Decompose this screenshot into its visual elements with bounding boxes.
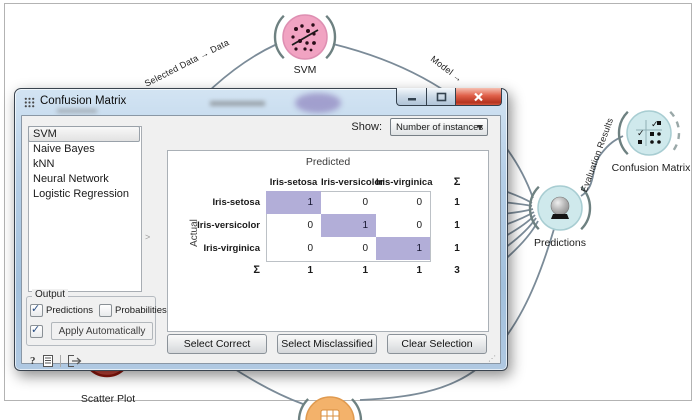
titlebar[interactable]: Confusion Matrix <box>15 89 507 115</box>
window-title: Confusion Matrix <box>40 95 127 107</box>
show-dropdown-value: Number of instances <box>396 122 484 133</box>
apply-row: Apply Automatically <box>30 322 153 340</box>
status-bar: ? <box>30 354 82 367</box>
col-header: Iris-versicolor <box>321 176 384 188</box>
help-icon[interactable]: ? <box>30 354 36 367</box>
learner-item-naive-bayes[interactable]: Naive Bayes <box>33 143 95 155</box>
save-output-icon[interactable] <box>67 354 82 367</box>
row-sum: 1 <box>454 197 460 208</box>
confusion-matrix-panel: Predicted Actual Iris-setosa Iris-versic… <box>167 150 489 332</box>
window-controls <box>396 88 502 106</box>
matrix-cell[interactable]: 0 <box>362 243 368 254</box>
confusion-matrix-icon: ✓ ✓ <box>636 119 662 146</box>
show-dropdown[interactable]: Number of instances <box>390 118 488 136</box>
crystal-ball-icon <box>550 196 570 219</box>
glass-blur-node <box>295 93 341 113</box>
learner-item-svm[interactable]: SVM <box>28 126 140 142</box>
probabilities-checkbox-label: Probabilities <box>115 305 167 316</box>
output-checkbox-row: Predictions Probabilities <box>30 302 167 317</box>
input-bracket <box>297 388 363 420</box>
node-label-predictions: Predictions <box>534 237 586 249</box>
row-sum: 1 <box>454 220 460 231</box>
resize-grip[interactable]: ⋰ <box>488 354 496 363</box>
row-header: Iris-virginica <box>203 243 261 254</box>
grand-total: 3 <box>454 264 460 276</box>
edge-scatter-table <box>229 365 304 405</box>
report-icon[interactable] <box>42 354 53 367</box>
data-table-icon <box>320 409 340 420</box>
node-label-confusion-matrix: Confusion Matrix <box>611 162 691 174</box>
chevron-down-icon <box>477 125 483 130</box>
matrix-cell[interactable]: 1 <box>266 191 321 214</box>
output-bracket <box>297 388 363 420</box>
learner-list: SVM Naive Bayes kNN Neural Network Logis… <box>28 126 142 292</box>
matrix-cell[interactable]: 0 <box>416 220 422 231</box>
matrix-cell[interactable]: 0 <box>307 220 313 231</box>
select-misclassified-button[interactable]: Select Misclassified <box>277 334 377 354</box>
output-group <box>26 296 156 346</box>
clear-selection-button[interactable]: Clear Selection <box>387 334 487 354</box>
predicted-axis-label: Predicted <box>305 156 351 168</box>
predictions-checkbox-label: Predictions <box>46 305 93 316</box>
col-sum: 1 <box>362 264 368 276</box>
learner-item-logistic-regression[interactable]: Logistic Regression <box>33 188 129 200</box>
maximize-button[interactable] <box>427 88 456 106</box>
col-header: Iris-virginica <box>376 176 433 188</box>
glass-blur-text2 <box>57 109 97 113</box>
output-group-label: Output <box>32 289 69 300</box>
confusion-matrix-window: Confusion Matrix SVM Naive Bayes kNN Neu… <box>14 88 508 371</box>
col-sum: 1 <box>307 264 313 276</box>
auto-apply-checkbox[interactable] <box>30 323 43 338</box>
learner-item-knn[interactable]: kNN <box>33 158 55 170</box>
node-label-svm: SVM <box>293 64 317 76</box>
glass-blur-text <box>210 101 265 106</box>
show-label: Show: <box>351 121 382 133</box>
close-button[interactable] <box>456 88 502 106</box>
window-icon <box>24 97 35 108</box>
learner-item-neural-network[interactable]: Neural Network <box>33 173 109 185</box>
svg-text:✓: ✓ <box>651 119 659 129</box>
svm-icon <box>291 23 319 52</box>
select-correct-button[interactable]: Select Correct <box>167 334 267 354</box>
node-data-table[interactable] <box>286 377 374 420</box>
matrix-cell[interactable]: 1 <box>376 237 430 260</box>
row-sum: 1 <box>454 243 460 254</box>
svg-text:✓: ✓ <box>637 128 645 138</box>
matrix-cell[interactable]: 0 <box>307 243 313 254</box>
row-header: Iris-versicolor <box>197 220 260 231</box>
selection-buttons: Select Correct Select Misclassified Clea… <box>167 334 487 354</box>
apply-automatically-button[interactable]: Apply Automatically <box>51 322 153 340</box>
minimize-button[interactable] <box>396 88 427 106</box>
splitter-handle-icon[interactable]: > <box>145 232 151 242</box>
divider <box>59 354 61 367</box>
sum-row-header: Σ <box>253 264 260 276</box>
row-header: Iris-setosa <box>212 197 260 208</box>
col-sum: 1 <box>416 264 422 276</box>
dialog-client-area: SVM Naive Bayes kNN Neural Network Logis… <box>21 115 501 367</box>
predictions-checkbox[interactable] <box>30 302 43 317</box>
edge-evaluation-results <box>580 135 624 197</box>
matrix-grid: Iris-setosa Iris-versicolor Iris-virgini… <box>170 173 484 280</box>
col-header: Iris-setosa <box>269 176 318 188</box>
sum-col-header: Σ <box>453 176 461 188</box>
matrix-cell[interactable]: 1 <box>321 214 376 237</box>
probabilities-checkbox[interactable] <box>99 304 112 317</box>
matrix-cell[interactable]: 0 <box>416 197 422 208</box>
matrix-cell[interactable]: 0 <box>362 197 368 208</box>
node-label-scatter-plot: Scatter Plot <box>80 393 136 405</box>
